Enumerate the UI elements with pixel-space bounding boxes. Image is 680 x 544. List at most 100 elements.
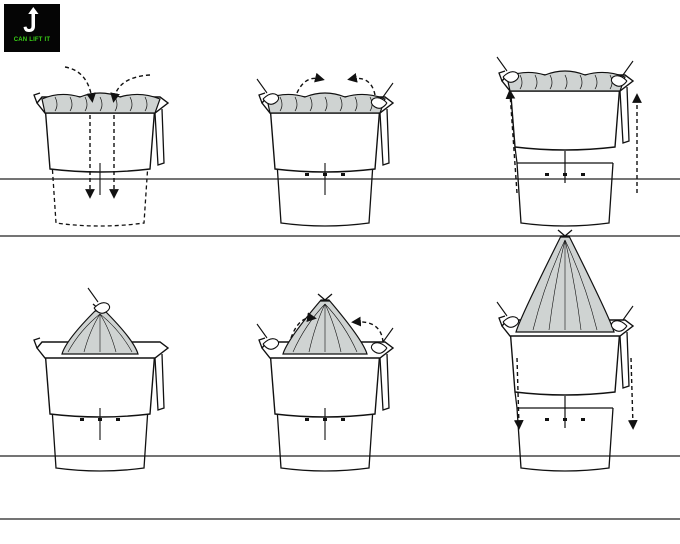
left-handle bbox=[258, 337, 266, 349]
bag-fold bbox=[99, 96, 103, 112]
bag-fold bbox=[369, 96, 373, 112]
bag-crease bbox=[99, 313, 117, 353]
vent-slot bbox=[341, 418, 345, 421]
arrow-down bbox=[627, 357, 638, 430]
hand-icon bbox=[370, 82, 394, 109]
inner-bin bbox=[276, 407, 374, 472]
bag-fold bbox=[579, 74, 583, 90]
assembly-step bbox=[33, 66, 170, 227]
left-handle bbox=[258, 92, 266, 104]
inner-bin bbox=[51, 407, 149, 472]
bag-rim bbox=[41, 92, 161, 114]
inner-bin bbox=[276, 162, 374, 227]
arrow-down-curved bbox=[64, 66, 97, 103]
vent-slot bbox=[545, 418, 549, 421]
assembly-step bbox=[256, 72, 395, 227]
bag-knot bbox=[557, 229, 573, 238]
bag-fold bbox=[114, 96, 118, 112]
hand-icon bbox=[370, 327, 394, 354]
bag-fold bbox=[129, 96, 133, 112]
hand-icon bbox=[610, 60, 634, 87]
hand-icon bbox=[256, 78, 280, 105]
arrow-curved bbox=[296, 72, 325, 94]
hand-icon bbox=[256, 323, 280, 350]
bin-rim bbox=[501, 319, 635, 337]
bag-crease bbox=[532, 239, 566, 331]
bag-fold bbox=[294, 96, 298, 112]
bag-fold bbox=[594, 74, 598, 90]
left-handle bbox=[498, 70, 506, 82]
vent-slot bbox=[545, 173, 549, 176]
right-bracket bbox=[154, 353, 165, 411]
tied-bag bbox=[515, 235, 615, 333]
outer-bin bbox=[509, 327, 621, 396]
bin-side bbox=[514, 146, 518, 164]
bag-fold bbox=[549, 74, 553, 90]
bin-rim bbox=[36, 96, 170, 114]
vent-slot bbox=[305, 173, 309, 176]
vent-slot bbox=[581, 418, 585, 421]
right-bracket bbox=[619, 331, 630, 389]
bag-fold bbox=[279, 96, 283, 112]
bag-fold bbox=[324, 96, 328, 112]
outer-bin bbox=[44, 104, 156, 173]
right-bracket bbox=[379, 108, 390, 166]
arrow-down-curved bbox=[110, 74, 151, 103]
up-arrow-j-icon bbox=[23, 7, 39, 32]
outer-bin bbox=[509, 82, 621, 151]
left-handle bbox=[33, 337, 41, 349]
bag-crease bbox=[67, 313, 101, 353]
right-bracket bbox=[619, 86, 630, 144]
vent-slot bbox=[341, 173, 345, 176]
bag-fold bbox=[354, 96, 358, 112]
bag-crease bbox=[564, 239, 582, 331]
arrow-curved bbox=[351, 316, 384, 343]
bag-fold bbox=[144, 96, 148, 112]
bag-fold bbox=[534, 74, 538, 90]
bag-fold bbox=[564, 74, 568, 90]
vent-slot bbox=[323, 418, 327, 421]
bag-crease bbox=[83, 313, 101, 353]
bag-fold bbox=[84, 96, 88, 112]
left-handle bbox=[498, 315, 506, 327]
bag-fold bbox=[339, 96, 343, 112]
arrow-up bbox=[505, 89, 518, 194]
bin-rim bbox=[36, 341, 170, 359]
assembly-step bbox=[496, 229, 638, 472]
inner-bin bbox=[516, 407, 614, 472]
tied-bag bbox=[282, 299, 368, 355]
bin-rim bbox=[261, 96, 395, 114]
assembly-step bbox=[496, 56, 642, 227]
bin-side bbox=[514, 391, 518, 409]
hand-icon bbox=[610, 305, 634, 332]
bag-knot bbox=[317, 293, 333, 302]
bag-fold bbox=[609, 74, 613, 90]
vent-slot bbox=[116, 418, 120, 421]
vent-slot bbox=[80, 418, 84, 421]
bag-crease bbox=[548, 239, 566, 331]
vent-slot bbox=[563, 418, 567, 421]
inner-bin bbox=[516, 162, 614, 227]
assembly-step bbox=[256, 293, 395, 472]
bag-fold bbox=[54, 96, 58, 112]
vent-slot bbox=[581, 173, 585, 176]
hand-icon bbox=[87, 287, 111, 314]
vent-slot bbox=[323, 173, 327, 176]
bag-rim bbox=[266, 92, 386, 114]
arrow-curved bbox=[290, 312, 317, 339]
bag-fold bbox=[519, 74, 523, 90]
bag-fold bbox=[309, 96, 313, 112]
bag-rim bbox=[506, 70, 626, 92]
left-handle bbox=[33, 92, 41, 104]
bin-rim bbox=[261, 341, 395, 359]
arrow-down bbox=[513, 357, 524, 430]
tied-bag bbox=[61, 309, 139, 355]
shelf-lines bbox=[0, 178, 680, 520]
right-bracket bbox=[379, 353, 390, 411]
vent-slot bbox=[305, 418, 309, 421]
right-bracket bbox=[154, 108, 165, 166]
inner-bin bbox=[51, 162, 149, 227]
hand-icon bbox=[496, 56, 520, 83]
